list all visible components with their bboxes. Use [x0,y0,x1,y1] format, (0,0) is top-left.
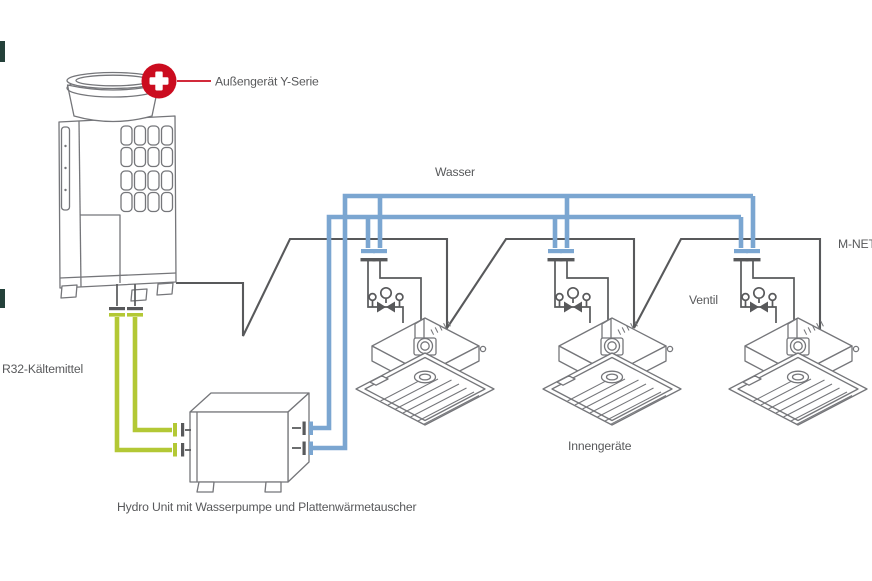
label-indoor-units: Innengeräte [568,439,632,453]
outdoor-fan [66,71,160,123]
outdoor-refrigerant-connections [109,284,143,317]
flange-ring-inner [420,341,430,351]
outdoor-unit-base-line [59,272,177,279]
outdoor-foot [156,282,174,296]
outdoor-foot [130,288,148,302]
mnet-wire [176,237,822,342]
outdoor-grille [120,125,174,213]
label-water: Wasser [435,165,475,179]
hydro-foot [196,481,215,493]
outdoor-foot [60,284,78,299]
hydro-water-connections [292,421,313,455]
vent-dot [64,188,67,192]
water-pipes [313,193,753,451]
panel-grille-slats [380,378,480,425]
page-edge-marker-top [0,41,5,62]
label-outdoor-unit: Außengerät Y-Serie [215,75,319,89]
label-refrigerant: R32-Kältemittel [2,362,83,376]
label-mnet: M-NET [838,237,872,251]
outdoor-vent-strip [60,126,71,211]
panel-corner-pad [369,375,389,386]
refrigerant-hatch [430,320,451,335]
hydro-unit [173,392,313,493]
valve-actuator [379,286,393,300]
refrigerant-pipes [114,317,172,453]
indoor-unit-assembly [355,196,495,426]
cassette-panel [355,352,495,426]
ceiling-cassette-unit [355,317,495,426]
panel-inner-border [364,356,486,422]
valve-assembly [368,286,404,313]
hydro-front-face [189,411,289,483]
side-knob [479,345,487,353]
hydro-refrigerant-connections [173,423,191,457]
valve-port [368,292,377,302]
outdoor-unit-edge [78,120,82,288]
label-hydro-unit: Hydro Unit mit Wasserpumpe und Plattenwä… [117,500,417,514]
panel-center-oval-inner [418,373,432,381]
valve-port [395,292,404,302]
outdoor-service-door [80,214,121,283]
page-edge-marker-bottom [0,289,5,308]
indoor-unit-assembly-2 [543,196,681,425]
vent-dot [64,144,67,148]
valve-bowtie [377,301,386,313]
valve-bowtie [386,301,395,313]
vent-dot [64,166,67,170]
water-branch-pipes [360,196,388,262]
indoor-unit-assembly-3 [729,196,867,425]
label-valve: Ventil [689,293,718,307]
outdoor-unit [58,71,177,317]
hydro-foot [264,481,282,493]
outdoor-unit-hotspot[interactable] [141,63,212,99]
plus-icon [149,71,169,91]
panel-center-oval [413,370,437,384]
